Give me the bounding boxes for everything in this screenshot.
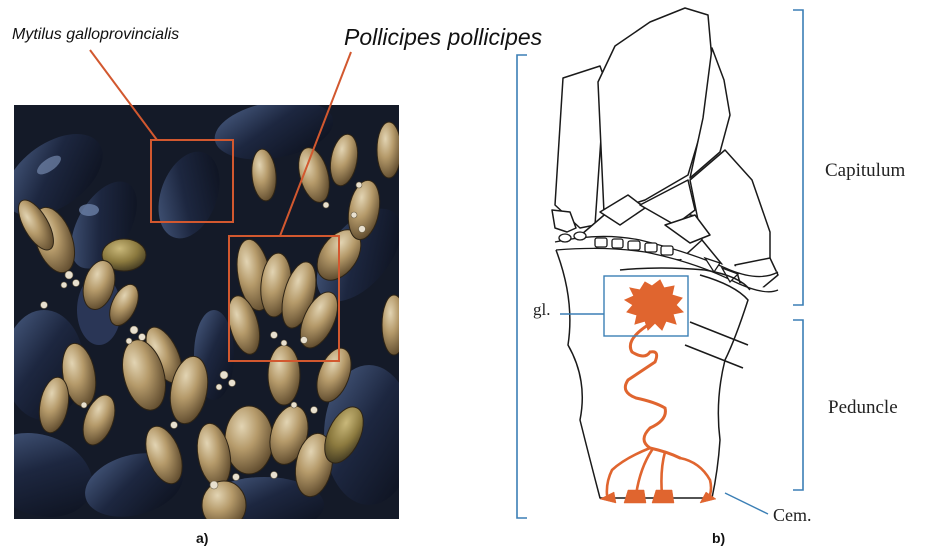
cement-leader-line bbox=[725, 493, 768, 514]
label-capitulum: Capitulum bbox=[825, 160, 905, 182]
barnacle-diagram bbox=[500, 0, 929, 551]
peduncle-bracket bbox=[793, 320, 803, 490]
cement-duct bbox=[625, 325, 680, 458]
cement-gland-system bbox=[600, 280, 716, 503]
label-cement: Cem. bbox=[773, 505, 812, 526]
label-gland: gl. bbox=[533, 300, 550, 320]
label-peduncle: Peduncle bbox=[828, 397, 898, 419]
leader-lines-panel-a bbox=[0, 0, 500, 551]
whole-body-bracket bbox=[517, 55, 527, 518]
capitulum-bracket bbox=[793, 10, 803, 305]
cement-deposits bbox=[600, 490, 716, 503]
cement-gland bbox=[625, 280, 683, 330]
pollicipes-leader-line bbox=[280, 52, 351, 236]
cement-branches bbox=[607, 448, 711, 495]
caption-b: b) bbox=[712, 530, 725, 546]
caption-a: a) bbox=[196, 530, 208, 546]
mytilus-leader-line bbox=[90, 50, 157, 140]
